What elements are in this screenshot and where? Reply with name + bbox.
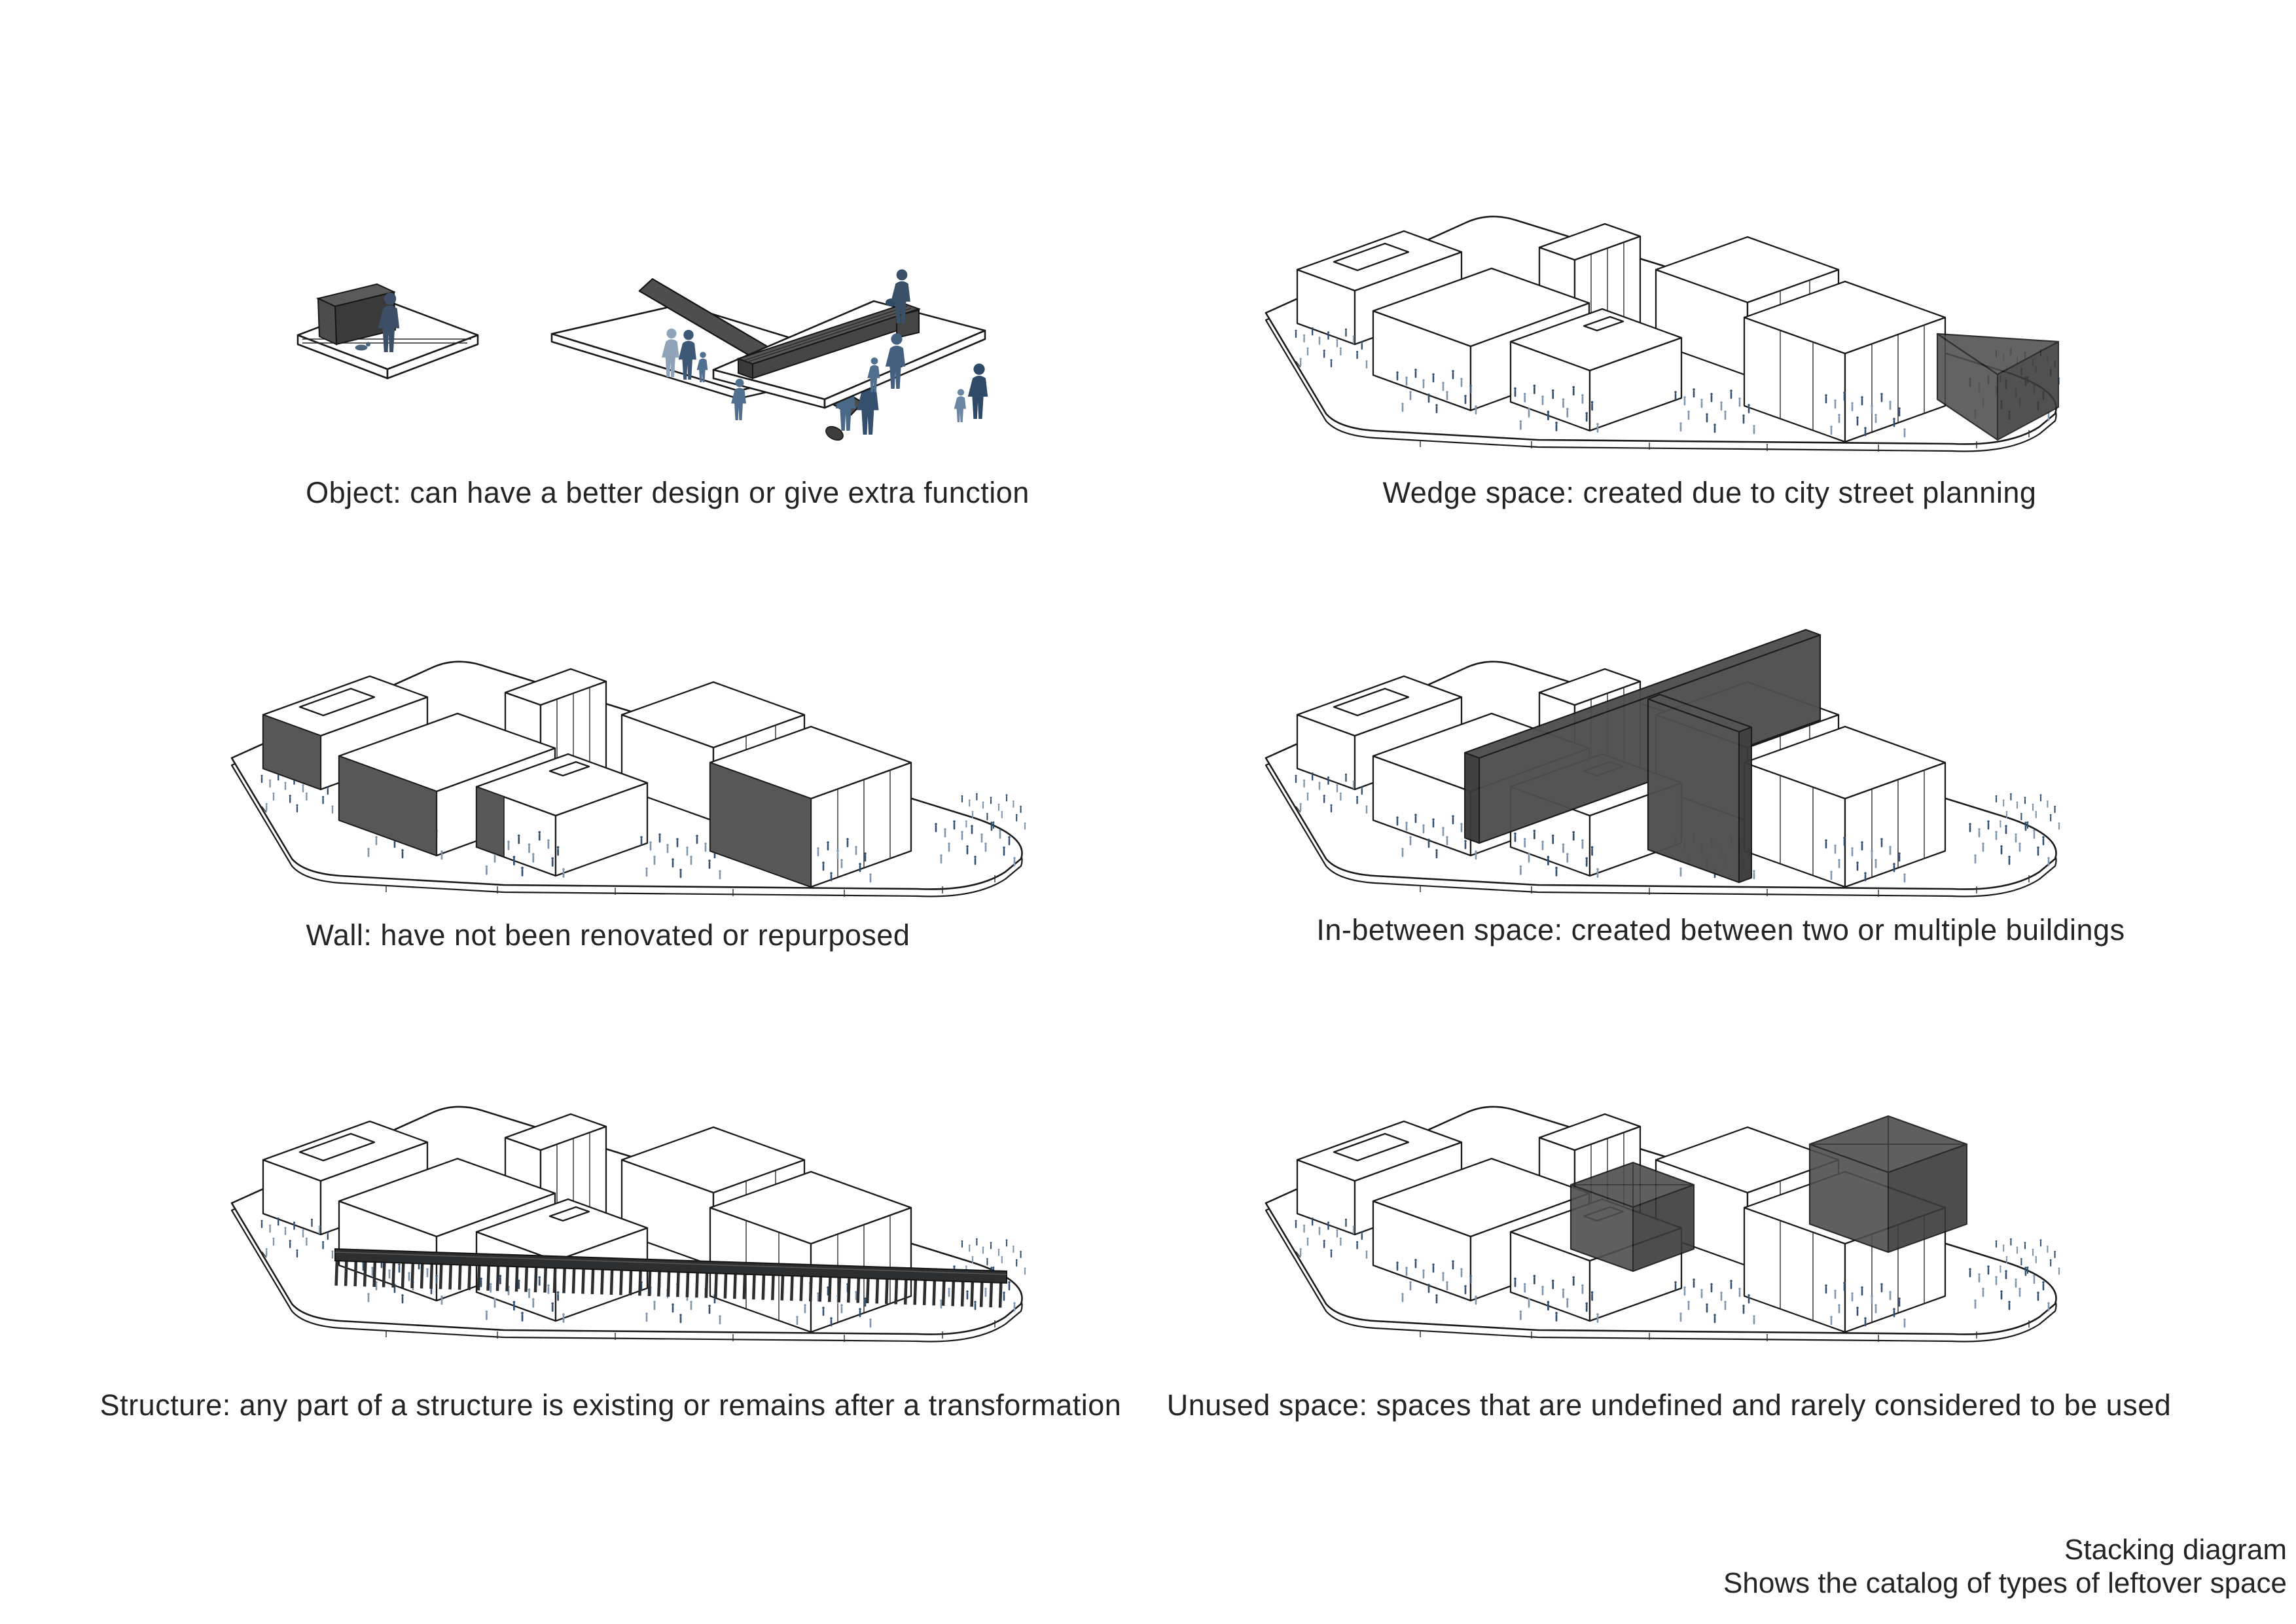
- panel-unused-space: [1257, 1060, 2075, 1348]
- object-vignette-bench: [712, 269, 988, 422]
- wedge-highlight-volume: [1936, 333, 2060, 441]
- caption-structure: Structure: any part of a structure is ex…: [99, 1388, 1122, 1422]
- unused-space-illustration: [1257, 1060, 2075, 1348]
- panel-in-between-space: [1257, 615, 2075, 903]
- footer-subtitle: Shows the catalog of types of leftover s…: [1723, 1567, 2287, 1600]
- panel-object: [281, 223, 1329, 550]
- wall-highlight-faces: [262, 713, 812, 888]
- wedge-space-illustration: [1257, 170, 2075, 458]
- panel-structure: [223, 1060, 1041, 1348]
- in-between-space-illustration: [1257, 628, 2075, 903]
- object-vignette-wedge: [296, 283, 479, 380]
- panel-wedge-space: [1257, 170, 2075, 458]
- caption-wedge-space: Wedge space: created due to city street …: [1382, 476, 2037, 509]
- unused-highlight-cubes: [1570, 1115, 1968, 1272]
- wall-illustration: [223, 615, 1041, 903]
- in-between-highlight-slabs: [1463, 628, 1821, 884]
- panel-wall: [223, 615, 1041, 903]
- caption-wall: Wall: have not been renovated or repurpo…: [306, 918, 910, 952]
- caption-object: Object: can have a better design or give…: [306, 476, 1030, 509]
- object-illustration: [296, 269, 988, 441]
- caption-in-between-space: In-between space: created between two or…: [1316, 913, 2125, 947]
- caption-unused-space: Unused space: spaces that are undefined …: [1166, 1388, 2172, 1422]
- structure-colonnade-highlight: [334, 1248, 1007, 1308]
- structure-illustration: [223, 1060, 1041, 1348]
- footer-title-block: Stacking diagram Shows the catalog of ty…: [1723, 1533, 2287, 1600]
- footer-title: Stacking diagram: [2064, 1534, 2287, 1566]
